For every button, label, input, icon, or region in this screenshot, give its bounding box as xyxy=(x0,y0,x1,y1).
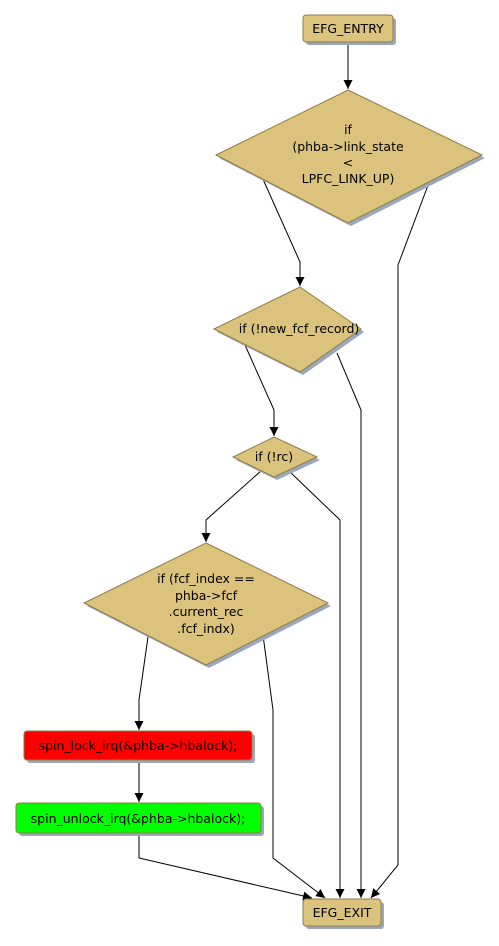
lock-label: spin_lock_irq(&phba->hbalock); xyxy=(39,738,238,753)
entry-label: EFG_ENTRY xyxy=(312,21,384,36)
unlock-label: spin_unlock_irq(&phba->hbalock); xyxy=(31,811,246,826)
edge-link-state-true xyxy=(261,176,305,286)
fcf-index-line-2: phba->fcf xyxy=(175,588,238,603)
unlock-node: spin_unlock_irq(&phba->hbalock); xyxy=(15,802,264,836)
edge-link-state-false xyxy=(370,179,431,899)
link-state-line-2: (phba->link_state xyxy=(292,139,404,154)
fcf-index-diamond xyxy=(82,542,330,666)
exit-box xyxy=(302,898,382,927)
edge-new-fcf-true xyxy=(244,344,279,436)
rc-decision: if (!rc) xyxy=(231,436,320,480)
new-fcf-decision: if (!new_fcf_record) xyxy=(212,286,364,375)
link-state-diamond xyxy=(214,89,484,224)
edge-new-fcf-false xyxy=(336,352,366,898)
edge-rc-true xyxy=(201,469,263,542)
edge-rc-false xyxy=(288,470,345,898)
rc-diamond xyxy=(231,436,319,478)
entry-box xyxy=(302,14,394,43)
new-fcf-label: if (!new_fcf_record) xyxy=(239,321,360,336)
link-state-decision: if (phba->link_state < LPFC_LINK_UP) xyxy=(214,89,485,226)
entry-node: EFG_ENTRY xyxy=(302,14,396,45)
exit-label: EFG_EXIT xyxy=(313,905,372,920)
edge-fcf-index-true xyxy=(134,636,149,730)
link-state-line-3: < xyxy=(343,155,353,170)
lock-node: spin_lock_irq(&phba->hbalock); xyxy=(23,730,255,763)
link-state-line-1: if xyxy=(344,122,352,137)
rc-label: if (!rc) xyxy=(255,449,293,464)
lock-box xyxy=(23,730,253,761)
fcf-index-line-3: .current_rec xyxy=(169,604,244,619)
edge-fcf-index-false xyxy=(262,634,326,899)
fcf-index-line-4: .fcf_indx) xyxy=(177,621,235,636)
fcf-index-line-1: if (fcf_index == xyxy=(157,571,255,586)
new-fcf-diamond xyxy=(212,286,362,373)
fcf-index-decision: if (fcf_index == phba->fcf .current_rec … xyxy=(82,542,331,668)
edge-unlock-to-exit xyxy=(138,833,313,901)
link-state-line-4: LPFC_LINK_UP) xyxy=(302,171,395,186)
exit-node: EFG_EXIT xyxy=(302,898,384,929)
edges xyxy=(134,44,431,901)
unlock-box xyxy=(15,802,262,834)
